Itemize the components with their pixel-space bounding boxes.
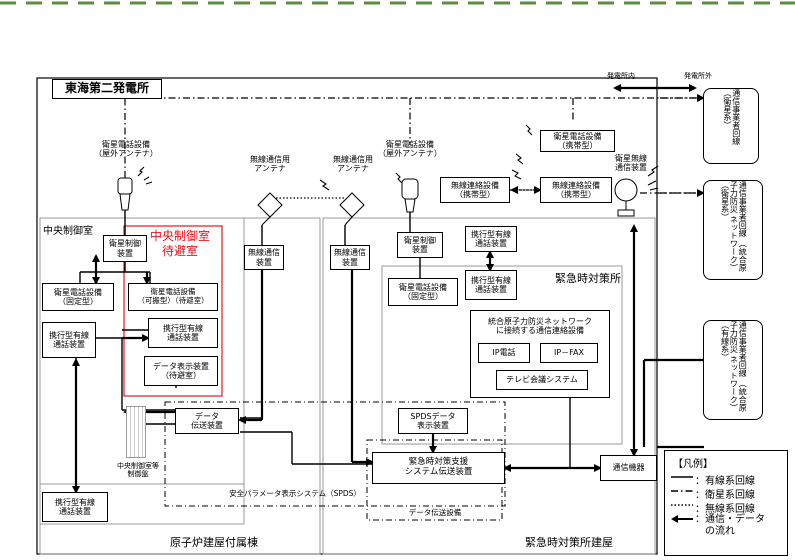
sat-antenna-right-label: 衛星電話設備 （屋外アンテナ） bbox=[378, 140, 442, 159]
plant-title: 東海第二発電所 bbox=[52, 79, 162, 99]
central-room-label: 中央制御室 bbox=[43, 226, 93, 237]
emergency-room-label: 緊急時対策所 bbox=[555, 272, 621, 285]
legend-wired: ：有線系回線 bbox=[695, 476, 755, 487]
legend-wireless: ：無線系回線 bbox=[695, 504, 755, 515]
central-evac-label: 中央制御室 待避室 bbox=[149, 229, 210, 258]
reactor-annex-frame bbox=[39, 217, 321, 555]
emergency-bldg-label: 緊急時対策所建屋 bbox=[525, 536, 613, 549]
carrier-integrated-sat-label: 通信事業者回線 （統合原子力防災 ネットワーク） （衛星系） bbox=[720, 181, 748, 272]
boundary-inside-label: 発電所内 bbox=[607, 72, 635, 80]
radio-portable-2-box: 無線連絡設備 （携帯型） bbox=[540, 177, 612, 203]
sat-antenna-left-label: 衛星電話設備 （屋外アンテナ） bbox=[94, 140, 158, 159]
em-support-box: 緊急時対策支援 システム伝送装置 bbox=[372, 452, 505, 484]
sat-fixed-right-box: 衛星電話設備 （固定型） bbox=[388, 278, 458, 306]
legend-flow: ：通信・データ の流れ bbox=[695, 514, 765, 537]
wired-evac-box: 携行型有線 通話装置 bbox=[148, 318, 218, 348]
legend-satellite: ：衛星系回線 bbox=[695, 490, 755, 501]
evac-room-frame bbox=[123, 225, 223, 397]
reactor-annex-label: 原子炉建屋付属棟 bbox=[170, 536, 258, 549]
integrated-network-label: 統合原子力防災ネットワーク に接続する通信連絡設備 bbox=[488, 317, 592, 336]
legend-swatches bbox=[671, 476, 693, 523]
carrier-satellite-label: 通信事業者回線 （衛星系） bbox=[723, 89, 741, 145]
tv-conference-box: テレビ会議システム bbox=[496, 370, 588, 390]
ip-phone-box: IP電話 bbox=[478, 343, 530, 363]
spds-region bbox=[164, 401, 506, 507]
radio-device-1-box: 無線通信 装置 bbox=[244, 245, 284, 270]
radio-portable-1-box: 無線連絡設備 （携帯型） bbox=[440, 177, 510, 203]
spds-label: 安全パラメータ表示システム（SPDS） bbox=[229, 489, 361, 498]
sat-radio-device-label: 衛星無線 通信装置 bbox=[615, 154, 647, 173]
sat-evac-box: 衛星電話設備 （可搬型）（待避室） bbox=[128, 283, 218, 311]
data-display-box: データ表示装置 （待避室） bbox=[144, 356, 218, 386]
wired-em-2-box: 携行型有線 通話装置 bbox=[465, 270, 517, 300]
spds-display-box: SPDSデータ 表示装置 bbox=[398, 408, 468, 434]
boundary-outside-label: 発電所外 bbox=[684, 72, 712, 80]
emergency-bldg-frame bbox=[322, 217, 656, 555]
ip-fax-box: IP－FAX bbox=[540, 343, 598, 363]
wired-central-box: 携行型有線 通話装置 bbox=[42, 322, 96, 358]
carrier-integrated-wired-label: 通信事業者回線 （統合原子力防災 ネットワーク） （有線系） bbox=[720, 321, 748, 412]
top-dashed-band bbox=[0, 1, 795, 5]
legend-title: 【凡例】 bbox=[673, 459, 713, 470]
radio-antenna-2-label: 無線通信用 アンテナ bbox=[333, 155, 373, 174]
wired-em-1-box: 携行型有線 通話装置 bbox=[465, 226, 517, 252]
carrier-integrated-sat-box: 通信事業者回線 （統合原子力防災 ネットワーク） （衛星系） bbox=[703, 180, 763, 280]
carrier-integrated-wired-box: 通信事業者回線 （統合原子力防災 ネットワーク） （有線系） bbox=[703, 320, 763, 420]
sat-control-right-box: 衛星制御 装置 bbox=[397, 232, 443, 258]
data-transfer-box: データ 伝送装置 bbox=[175, 408, 239, 434]
sat-control-left-box: 衛星制御 装置 bbox=[103, 235, 147, 262]
control-panel-label: 中央制御室等 制御盤 bbox=[117, 462, 159, 479]
sat-portable-box: 衛星電話設備 （携帯型） bbox=[540, 130, 615, 152]
wired-reactor-box: 携行型有線 通話装置 bbox=[42, 492, 108, 522]
legend: 【凡例】 ：有線系回線 ：衛星系回線 ：無線系回線 ：通信・データ の流れ bbox=[664, 450, 788, 556]
carrier-satellite-box: 通信事業者回線 （衛星系） bbox=[703, 88, 759, 164]
sat-fixed-left-box: 衛星電話設備 （固定型） bbox=[42, 283, 114, 311]
radio-device-2-box: 無線通信 装置 bbox=[330, 245, 370, 270]
comm-equipment-box: 通信機器 bbox=[600, 455, 657, 481]
control-panel-graphic bbox=[126, 406, 146, 458]
radio-antenna-1-label: 無線通信用 アンテナ bbox=[250, 155, 290, 174]
data-transmission-label: データ伝送設備 bbox=[408, 508, 462, 517]
